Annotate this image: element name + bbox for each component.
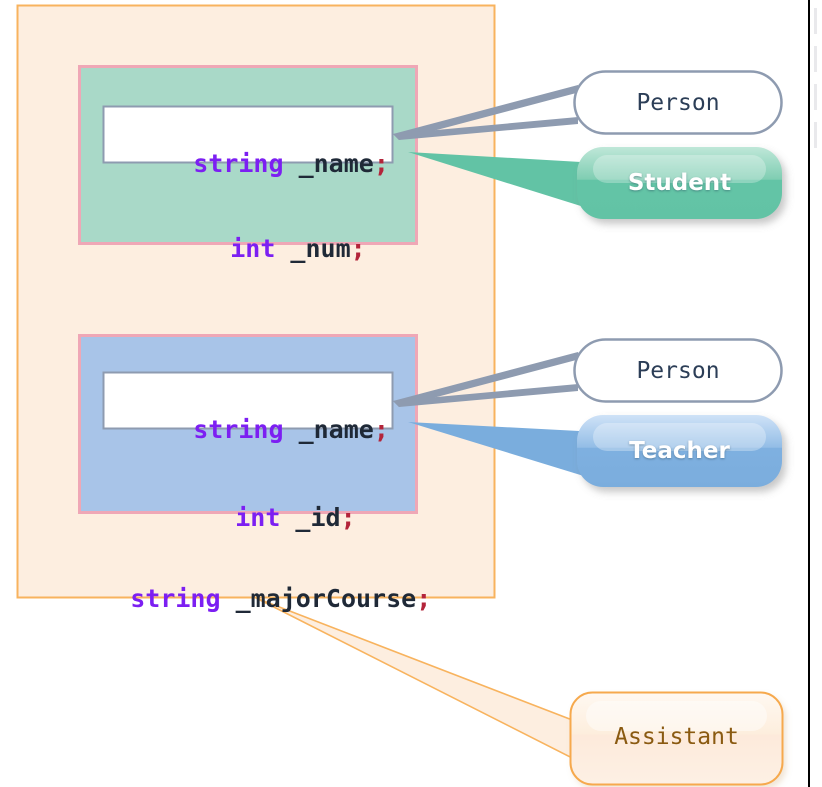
keyword-token: string — [193, 149, 284, 178]
person-bubble-student[interactable] — [573, 70, 783, 135]
teacher-callout-tail — [408, 422, 600, 481]
teacher-name-field-text: string _name; — [133, 386, 389, 473]
student-bubble-label: Student — [627, 170, 732, 196]
student-bubble-gloss — [593, 155, 766, 183]
teacher-bubble-gloss — [593, 423, 766, 451]
student-bubble[interactable] — [577, 147, 782, 219]
student-name-field-box — [102, 105, 394, 164]
person-bubble-teacher[interactable] — [573, 338, 783, 403]
identifier-token: _id — [280, 503, 341, 532]
assistant-majorcourse-field-text: string _majorCourse; — [70, 555, 431, 642]
teacher-bubble[interactable] — [577, 415, 782, 487]
person-bubble-student-label: Person — [636, 90, 720, 116]
keyword-token: int — [235, 503, 281, 532]
teacher-id-field-text: int _id; — [175, 474, 356, 561]
identifier-token: _name — [283, 149, 374, 178]
edge-tick-3 — [814, 84, 817, 110]
teacher-bubble-label: Teacher — [629, 438, 730, 464]
student-callout-tail — [408, 152, 600, 212]
identifier-token: _num — [275, 234, 351, 263]
keyword-token: int — [230, 234, 276, 263]
assistant-bubble[interactable] — [569, 691, 784, 786]
assistant-bubble-gloss — [586, 701, 767, 731]
identifier-token: _name — [283, 415, 374, 444]
person-bubble-teacher-label: Person — [636, 358, 720, 384]
semicolon-token: ; — [416, 584, 432, 613]
person-student-callout-tail-lower — [393, 117, 578, 140]
semicolon-token: ; — [350, 234, 366, 263]
student-name-field-text: string _name; — [133, 120, 389, 207]
semicolon-token: ; — [373, 415, 389, 444]
student-num-field-text: int _num; — [170, 205, 366, 292]
edge-tick-4 — [814, 122, 817, 148]
semicolon-token: ; — [340, 503, 356, 532]
page-edge-rule — [808, 0, 810, 787]
person-student-callout-tail — [393, 85, 580, 140]
person-teacher-callout-tail — [393, 352, 580, 407]
assistant-bubble-label: Assistant — [614, 724, 739, 750]
keyword-token: string — [130, 584, 221, 613]
semicolon-token: ; — [373, 149, 389, 178]
person-teacher-callout-tail-lower — [393, 384, 578, 407]
identifier-token: _majorCourse — [220, 584, 417, 613]
edge-tick-2 — [814, 46, 817, 72]
keyword-token: string — [193, 415, 284, 444]
edge-tick-1 — [814, 8, 817, 34]
teacher-name-field-box — [102, 371, 394, 430]
